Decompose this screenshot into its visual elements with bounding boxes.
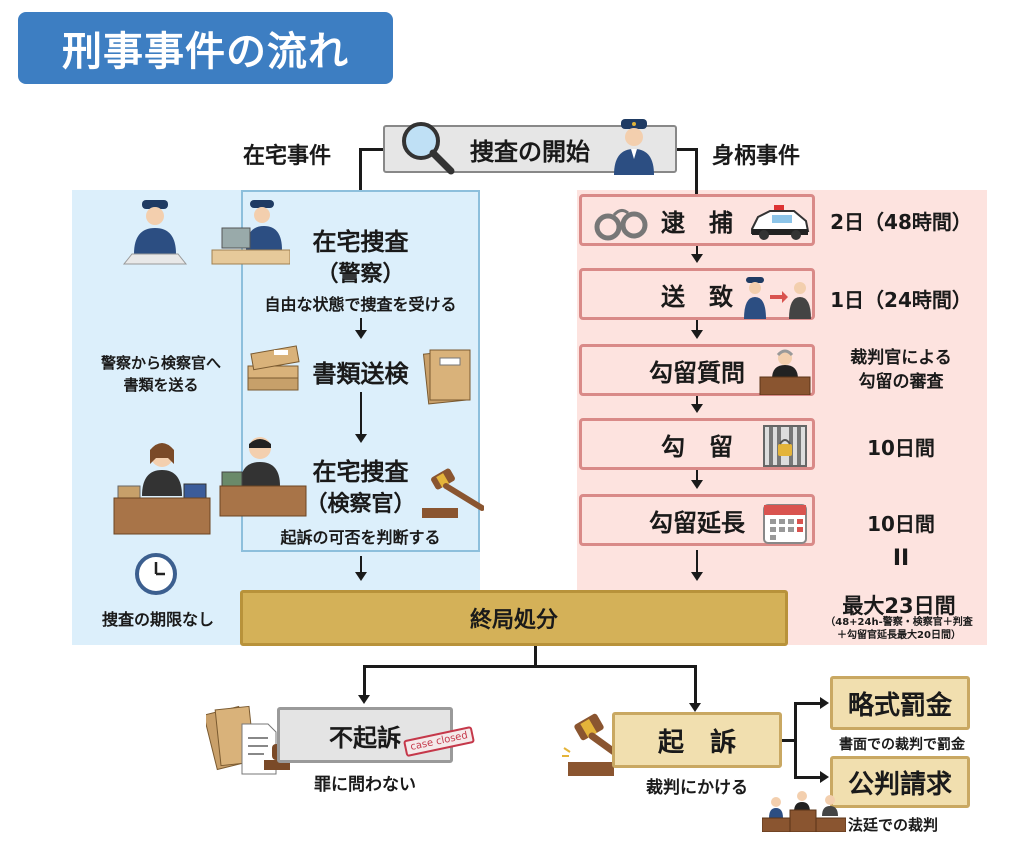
- flow-arrow-head: [691, 572, 703, 581]
- summary-fine-desc: 書面での裁判で罰金: [839, 737, 965, 753]
- document-stack-icon: [244, 344, 304, 404]
- zaitaku-step2-note-line1: 警察から検察官へ: [100, 354, 221, 372]
- flow-arrow-line: [696, 320, 698, 332]
- mikara-step-label: 送 致: [661, 282, 733, 311]
- flow-arrow-head: [820, 771, 829, 783]
- zaitaku-step3-desc: 起訴の可否を判断する: [280, 528, 441, 547]
- police-car-icon: [748, 203, 812, 247]
- handcuffs-icon: [594, 205, 652, 247]
- referral-duration: 1日（24時間）: [830, 288, 972, 312]
- connector-line: [794, 702, 797, 778]
- arrest-duration: 2日（48時間）: [830, 210, 972, 234]
- judge-icon: [758, 349, 812, 401]
- mikara-step-detention-hearing: 勾留質問: [579, 344, 815, 396]
- connector-line: [694, 665, 697, 705]
- zaitaku-inner-frame: [241, 190, 480, 552]
- max-total-note: （48+24h-警察・検察官＋判査 ＋勾留官延長最大20日間）: [808, 616, 990, 642]
- flow-arrow-line: [360, 556, 362, 574]
- police-officer-icon: [609, 117, 659, 181]
- max-total-note-line1: （48+24h-警察・検察官＋判査: [825, 617, 973, 628]
- mikara-panel: [577, 190, 987, 645]
- connector-line: [794, 776, 824, 779]
- flow-arrow-line: [696, 470, 698, 482]
- prosecutor-desk-icon: [112, 438, 212, 542]
- gavel-icon: [418, 468, 485, 524]
- gavel-strike-icon: [562, 708, 632, 782]
- zaitaku-step1-title: 在宅捜査: [312, 228, 409, 256]
- connector-line: [359, 148, 383, 151]
- flow-arrow-head: [355, 330, 367, 339]
- flow-arrow-line: [360, 318, 362, 332]
- indicted-desc: 裁判にかける: [646, 778, 748, 798]
- max-total-note-line2: ＋勾留官延長最大20日間）: [837, 630, 961, 641]
- police-to-prosecutor-icon: [742, 275, 812, 325]
- indicted-box: 起 訴: [612, 712, 782, 768]
- documents-stamp-icon: [203, 704, 296, 780]
- zaitaku-step1-desc: 自由な状態で捜査を受ける: [264, 295, 457, 314]
- formal-trial-desc: 法廷での裁判: [848, 816, 939, 834]
- not-indicted-desc: 罪に問わない: [314, 775, 416, 795]
- equals-sign: II: [892, 546, 910, 571]
- police-officer-desk-icon: [120, 198, 190, 272]
- zaitaku-step3-sub: （検察官）: [305, 492, 416, 517]
- mikara-step-arrest: 逮 捕: [579, 194, 815, 246]
- connector-line: [363, 665, 696, 668]
- flow-arrow-head: [691, 480, 703, 489]
- summary-fine-box: 略式罰金: [830, 676, 970, 730]
- folders-icon: [420, 344, 476, 410]
- mikara-step-label: 勾留延長: [649, 508, 745, 537]
- zaitaku-step2-note: 警察から検察官へ 書類を送る: [76, 352, 246, 396]
- police-laptop-icon: [210, 198, 291, 272]
- mikara-step-label: 逮 捕: [661, 208, 733, 237]
- zaitaku-label: 在宅事件: [243, 144, 332, 169]
- extension-duration: 10日間: [867, 512, 935, 536]
- connector-line: [695, 148, 698, 194]
- flow-arrow-head: [691, 330, 703, 339]
- flow-arrow-head: [355, 572, 367, 581]
- max-total-days: 最大23日間: [842, 594, 956, 618]
- flow-arrow-line: [360, 392, 362, 436]
- zaitaku-step2-title: 書類送検: [312, 360, 409, 388]
- zaitaku-step2-note-line2: 書類を送る: [123, 376, 199, 394]
- flow-arrow-head: [820, 697, 829, 709]
- courtroom-icon: [761, 788, 847, 836]
- clock-icon: [134, 552, 178, 600]
- flow-arrow-line: [696, 396, 698, 406]
- jail-icon: [762, 424, 808, 474]
- zaitaku-step1-sub: （警察）: [316, 262, 405, 287]
- mikara-step-label: 勾 留: [661, 432, 733, 461]
- magnifier-icon: [399, 119, 457, 181]
- page-title: 刑事事件の流れ: [18, 12, 393, 84]
- investigation-start-box: 捜査の開始: [383, 119, 677, 175]
- connector-line: [363, 665, 366, 697]
- connector-line: [359, 148, 362, 190]
- mikara-step-label: 勾留質問: [649, 358, 745, 387]
- prosecutor-icon: [218, 434, 308, 522]
- zaitaku-step3-title: 在宅捜査: [312, 458, 409, 486]
- formal-trial-box: 公判請求: [830, 756, 970, 808]
- flow-arrow-head: [689, 703, 701, 712]
- flow-arrow-line: [696, 246, 698, 256]
- flow-arrow-head: [691, 254, 703, 263]
- final-disposition-box: 終局処分: [240, 590, 788, 646]
- flow-arrow-head: [691, 404, 703, 413]
- no-deadline-label: 捜査の期限なし: [101, 610, 214, 629]
- mikara-step-detention: 勾 留: [579, 418, 815, 470]
- connector-line: [534, 646, 537, 666]
- detention-hearing-note-line2: 勾留の審査: [858, 372, 944, 392]
- detention-duration: 10日間: [867, 436, 935, 460]
- mikara-label: 身柄事件: [712, 144, 801, 169]
- mikara-step-extension: 勾留延長: [579, 494, 815, 546]
- calendar-icon: [762, 499, 808, 551]
- detention-hearing-note-line1: 裁判官による: [850, 348, 952, 368]
- flow-arrow-head: [358, 695, 370, 704]
- detention-hearing-note: 裁判官による 勾留の審査: [820, 346, 982, 394]
- investigation-start-label: 捜査の開始: [470, 137, 590, 166]
- flow-arrow-head: [355, 434, 367, 443]
- connector-line: [677, 148, 697, 151]
- flow-arrow-line: [696, 550, 698, 574]
- mikara-step-referral: 送 致: [579, 268, 815, 320]
- connector-line: [794, 702, 824, 705]
- connector-line: [782, 739, 796, 742]
